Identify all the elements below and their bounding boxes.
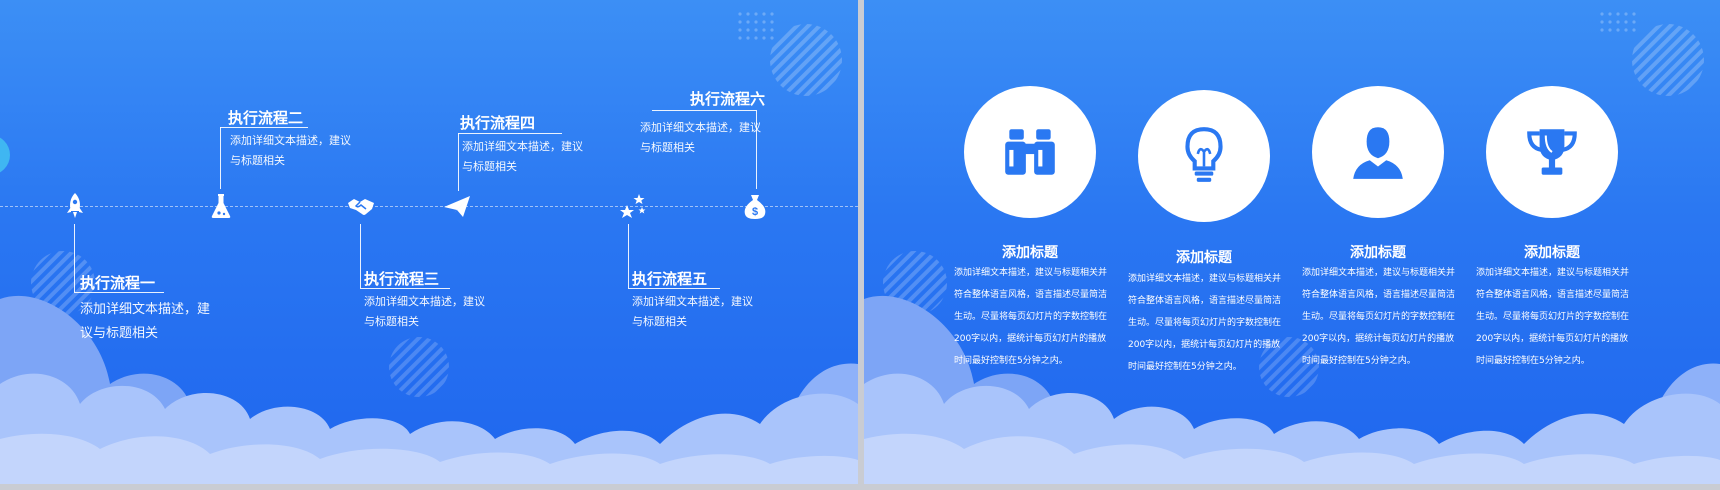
paper-plane-icon xyxy=(440,189,474,223)
timeline-dashed-line xyxy=(0,206,858,207)
striped-circle-decoration xyxy=(770,24,842,96)
step-title: 执行流程六 xyxy=(690,90,766,108)
striped-circle-decoration xyxy=(31,251,95,315)
icon-cards-slide: 添加标题 添加详细文本描述，建议与标题相关并符合整体语言风格，语言描述尽量简洁生… xyxy=(864,0,1720,484)
card-title: 添加标题 xyxy=(1524,245,1580,261)
handshake-icon xyxy=(344,189,378,223)
step-description: 添加详细文本描述，建议与标题相关 xyxy=(632,295,753,328)
connector-line xyxy=(360,288,450,289)
timeline-slide: 执行流程一 添加详细文本描述，建议与标题相关 执行流程二 添加详细文本描述，建议… xyxy=(0,0,858,484)
svg-text:$: $ xyxy=(752,206,758,218)
striped-circle-decoration xyxy=(1259,337,1319,397)
card-title: 添加标题 xyxy=(1002,245,1058,261)
step-title: 执行流程四 xyxy=(460,114,536,132)
half-circle-decoration xyxy=(0,137,10,173)
stars-icon xyxy=(616,189,650,223)
card-title: 添加标题 xyxy=(1176,250,1232,266)
connector-line xyxy=(458,133,562,134)
step-title: 执行流程二 xyxy=(228,109,304,127)
dot-grid-decoration xyxy=(738,12,774,40)
money-bag-icon: $ xyxy=(738,189,772,223)
trophy-icon xyxy=(1486,86,1618,218)
cloud-background xyxy=(864,295,1720,484)
connector-line xyxy=(220,127,221,189)
user-icon xyxy=(1312,86,1444,218)
connector-line xyxy=(756,110,757,189)
step-description: 添加详细文本描述，建议与标题相关 xyxy=(230,134,351,167)
connector-line xyxy=(360,224,361,288)
flask-icon xyxy=(204,189,238,223)
striped-circle-decoration xyxy=(1632,24,1704,96)
card-title: 添加标题 xyxy=(1350,245,1406,261)
striped-circle-decoration xyxy=(389,337,449,397)
lightbulb-icon xyxy=(1138,90,1270,222)
step-description: 添加详细文本描述，建议与标题相关 xyxy=(640,121,761,154)
connector-line xyxy=(652,110,756,111)
dot-grid-decoration xyxy=(1600,12,1636,32)
connector-line xyxy=(458,133,459,191)
card-description: 添加详细文本描述，建议与标题相关并符合整体语言风格，语言描述尽量简洁生动。尽量将… xyxy=(1128,274,1282,372)
connector-line xyxy=(628,224,629,288)
card-description: 添加详细文本描述，建议与标题相关并符合整体语言风格，语言描述尽量简洁生动。尽量将… xyxy=(1476,268,1630,366)
connector-line xyxy=(74,292,164,293)
connector-line xyxy=(628,288,720,289)
cloud-background xyxy=(0,295,858,484)
connector-line xyxy=(74,224,75,292)
step-description: 添加详细文本描述，建议与标题相关 xyxy=(364,295,485,328)
step-description: 添加详细文本描述，建议与标题相关 xyxy=(462,140,583,173)
step-title: 执行流程一 xyxy=(80,274,156,292)
rocket-icon xyxy=(58,189,92,223)
card-description: 添加详细文本描述，建议与标题相关并符合整体语言风格，语言描述尽量简洁生动。尽量将… xyxy=(954,268,1108,366)
binoculars-icon xyxy=(964,86,1096,218)
step-title: 执行流程三 xyxy=(364,270,440,288)
card-description: 添加详细文本描述，建议与标题相关并符合整体语言风格，语言描述尽量简洁生动。尽量将… xyxy=(1302,268,1456,366)
step-title: 执行流程五 xyxy=(632,270,708,288)
connector-line xyxy=(220,127,308,128)
step-description: 添加详细文本描述，建议与标题相关 xyxy=(80,302,211,341)
